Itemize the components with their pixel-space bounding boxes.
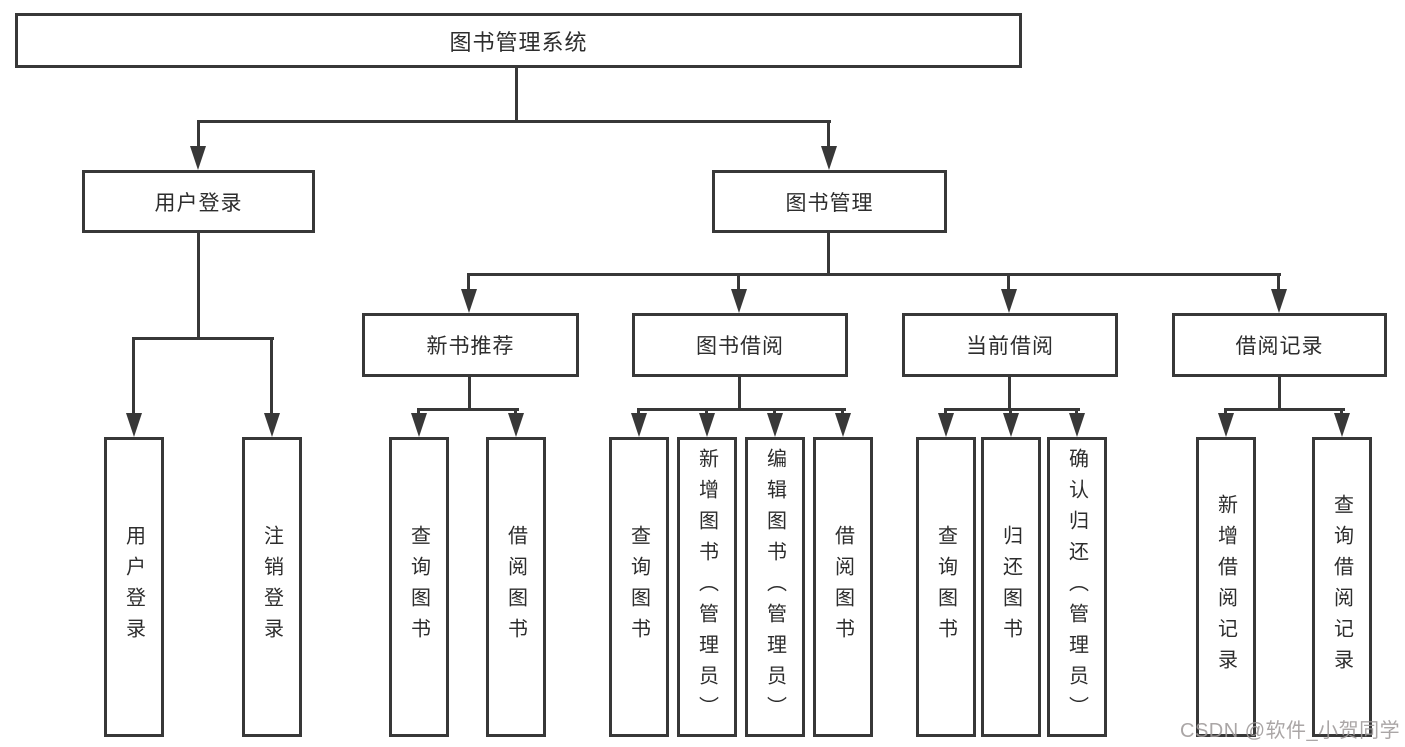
connector-line — [827, 120, 830, 148]
connector-line — [417, 408, 519, 411]
arrow-down-icon — [508, 413, 524, 437]
arrow-down-icon — [1271, 289, 1287, 313]
node-book-management: 图书管理 — [712, 170, 947, 233]
connector-line — [738, 375, 741, 408]
leaf-query-books-3: 查询图书 — [916, 437, 976, 737]
csdn-watermark: CSDN @软件_小贺同学 — [1180, 720, 1401, 742]
node-user-login: 用户登录 — [82, 170, 315, 233]
arrow-down-icon — [264, 413, 280, 437]
arrow-down-icon — [731, 289, 747, 313]
connector-line — [773, 408, 776, 416]
leaf-query-books-1: 查询图书 — [389, 437, 449, 737]
leaf-user-login: 用户登录 — [104, 437, 164, 737]
arrow-down-icon — [461, 289, 477, 313]
connector-line — [1075, 408, 1078, 416]
arrow-down-icon — [835, 413, 851, 437]
connector-line — [468, 375, 471, 408]
arrow-down-icon — [938, 413, 954, 437]
connector-line — [1277, 273, 1280, 291]
node-book-borrowing: 图书借阅 — [632, 313, 848, 377]
connector-line — [467, 273, 1281, 276]
arrow-down-icon — [190, 146, 206, 170]
connector-line — [1007, 273, 1010, 291]
connector-line — [1224, 408, 1345, 411]
connector-line — [132, 337, 135, 415]
leaf-borrow-books-2: 借阅图书 — [813, 437, 873, 737]
connector-line — [1009, 408, 1012, 416]
connector-line — [827, 232, 830, 274]
leaf-edit-books-admin: 编辑图书（管理员） — [745, 437, 805, 737]
connector-line — [515, 67, 518, 121]
leaf-borrow-books-1: 借阅图书 — [486, 437, 546, 737]
connector-line — [1224, 408, 1227, 416]
connector-line — [1008, 375, 1011, 408]
connector-line — [944, 408, 1080, 411]
arrow-down-icon — [1334, 413, 1350, 437]
arrow-down-icon — [126, 413, 142, 437]
connector-line — [637, 408, 640, 416]
arrow-down-icon — [411, 413, 427, 437]
arrow-down-icon — [1003, 413, 1019, 437]
arrow-down-icon — [767, 413, 783, 437]
leaf-add-books-admin: 新增图书（管理员） — [677, 437, 737, 737]
leaf-confirm-return-admin: 确认归还（管理员） — [1047, 437, 1107, 737]
node-borrow-records: 借阅记录 — [1172, 313, 1387, 377]
arrow-down-icon — [631, 413, 647, 437]
node-current-borrowing: 当前借阅 — [902, 313, 1118, 377]
connector-line — [1278, 375, 1281, 408]
connector-line — [132, 337, 274, 340]
leaf-logout: 注销登录 — [242, 437, 302, 737]
leaf-query-borrow-record: 查询借阅记录 — [1312, 437, 1372, 737]
connector-line — [637, 408, 846, 411]
connector-line — [1340, 408, 1343, 416]
leaf-query-books-2: 查询图书 — [609, 437, 669, 737]
connector-line — [705, 408, 708, 416]
connector-line — [737, 273, 740, 291]
arrow-down-icon — [821, 146, 837, 170]
connector-line — [514, 408, 517, 416]
arrow-down-icon — [1218, 413, 1234, 437]
arrow-down-icon — [1001, 289, 1017, 313]
connector-line — [841, 408, 844, 416]
leaf-add-borrow-record: 新增借阅记录 — [1196, 437, 1256, 737]
connector-line — [197, 120, 831, 123]
arrow-down-icon — [1069, 413, 1085, 437]
leaf-return-books: 归还图书 — [981, 437, 1041, 737]
connector-line — [467, 273, 470, 291]
node-library-system: 图书管理系统 — [15, 13, 1022, 68]
arrow-down-icon — [699, 413, 715, 437]
connector-line — [197, 120, 200, 148]
node-new-book-recommend: 新书推荐 — [362, 313, 579, 377]
connector-line — [270, 337, 273, 415]
connector-line — [944, 408, 947, 416]
connector-line — [417, 408, 420, 416]
connector-line — [197, 232, 200, 338]
